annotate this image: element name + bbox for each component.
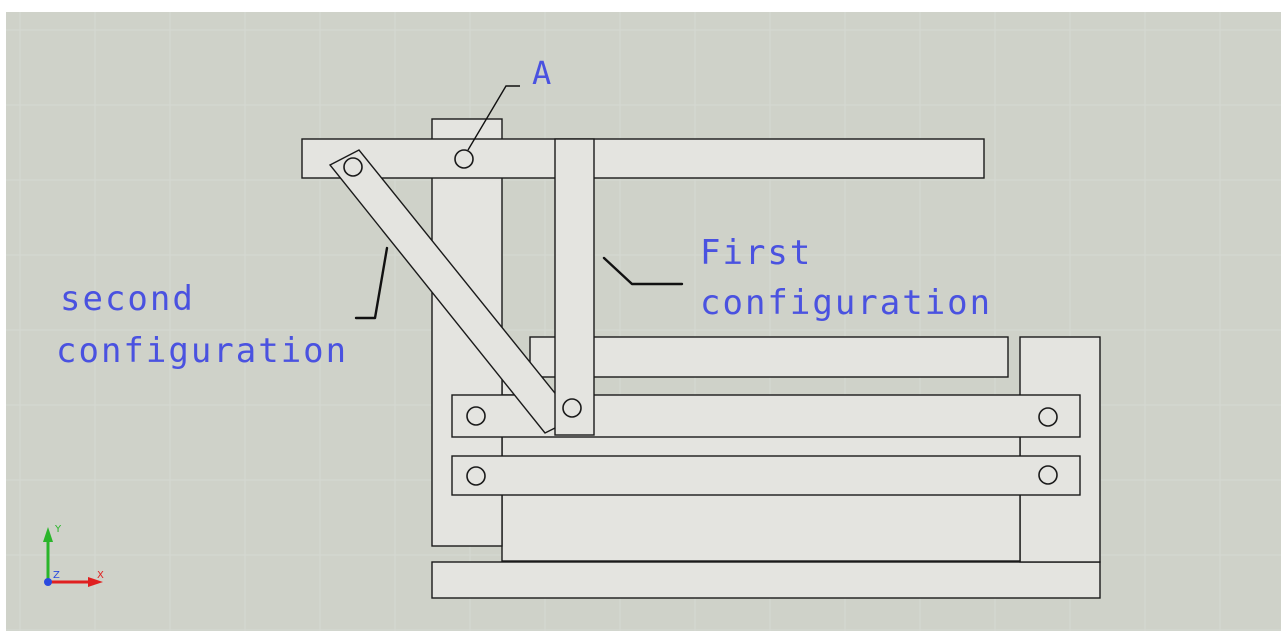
second-configuration-top-pin bbox=[343, 157, 363, 177]
right-vertical-post bbox=[1019, 336, 1101, 563]
first-configuration-link bbox=[554, 138, 595, 436]
label-second-configuration-line2: configuration bbox=[56, 331, 348, 371]
x-axis-arrow-icon bbox=[88, 577, 103, 587]
label-first-configuration-line2: configuration bbox=[700, 283, 992, 323]
label-second-configuration-line1: second bbox=[60, 279, 195, 319]
top-horizontal-bar bbox=[301, 138, 985, 179]
upper-right-bar bbox=[529, 336, 1009, 378]
back-plate bbox=[501, 433, 1021, 562]
first-configuration-bottom-pin bbox=[562, 398, 582, 418]
z-axis-label: Z bbox=[53, 570, 60, 581]
leader-second-configuration bbox=[354, 246, 389, 320]
pin-a bbox=[454, 149, 474, 169]
x-axis-label: X bbox=[97, 570, 104, 581]
label-point-a: A bbox=[532, 54, 553, 92]
label-first-configuration-line1: First bbox=[700, 233, 812, 273]
leader-a bbox=[467, 85, 520, 151]
y-axis-arrow-icon bbox=[43, 527, 53, 542]
y-axis-label: Y bbox=[54, 524, 62, 535]
z-axis-marker-icon bbox=[44, 578, 52, 586]
lower-link-right-pin bbox=[1038, 465, 1058, 485]
lower-link-left-pin bbox=[466, 466, 486, 486]
lower-link-bar bbox=[451, 455, 1081, 496]
axis-triad: Y Z X bbox=[43, 524, 104, 587]
leader-first-configuration bbox=[602, 256, 684, 286]
bottom-base-bar bbox=[431, 561, 1101, 599]
upper-link-left-pin bbox=[466, 406, 486, 426]
upper-link-right-pin bbox=[1038, 407, 1058, 427]
